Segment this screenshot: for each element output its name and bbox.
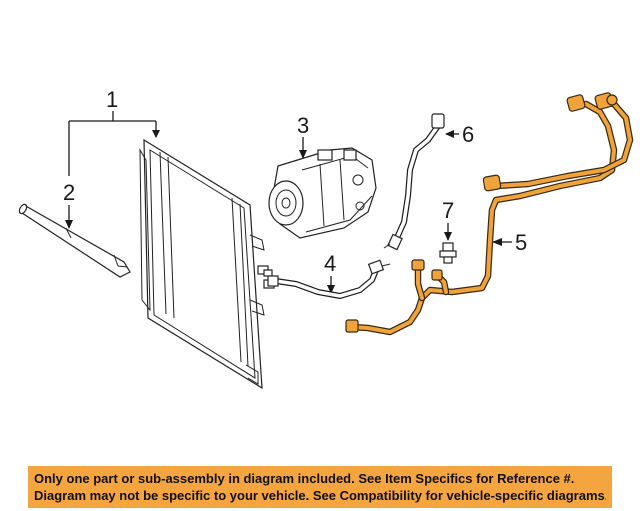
callout-label-2: 2 <box>63 180 75 205</box>
discharge-hose <box>267 259 391 299</box>
callout-6: 6 <box>445 122 474 147</box>
callout-label-1: 1 <box>106 87 118 112</box>
callout-label-6: 6 <box>462 122 474 147</box>
pressure-switch <box>439 242 457 264</box>
callout-label-4: 4 <box>324 251 336 276</box>
suction-hose <box>383 113 445 251</box>
callout-7: 7 <box>442 198 454 241</box>
disclaimer-banner: Only one part or sub-assembly in diagram… <box>28 466 612 508</box>
callout-label-7: 7 <box>442 198 454 223</box>
ac-line-highlighted <box>345 92 634 336</box>
callout-1: 1 <box>68 87 160 176</box>
disclaimer-line-2: Diagram may not be specific to your vehi… <box>34 488 606 503</box>
callout-4: 4 <box>324 251 336 294</box>
compressor <box>268 147 377 239</box>
disclaimer-line-1: Only one part or sub-assembly in diagram… <box>34 471 575 486</box>
callout-label-3: 3 <box>297 113 309 138</box>
callout-5: 5 <box>492 230 527 255</box>
callout-label-5: 5 <box>515 230 527 255</box>
receiver-drier <box>18 203 131 278</box>
callout-3: 3 <box>297 113 309 159</box>
callout-2: 2 <box>63 180 75 229</box>
parts-diagram: 1 2 3 <box>18 87 634 390</box>
condenser <box>139 138 275 390</box>
